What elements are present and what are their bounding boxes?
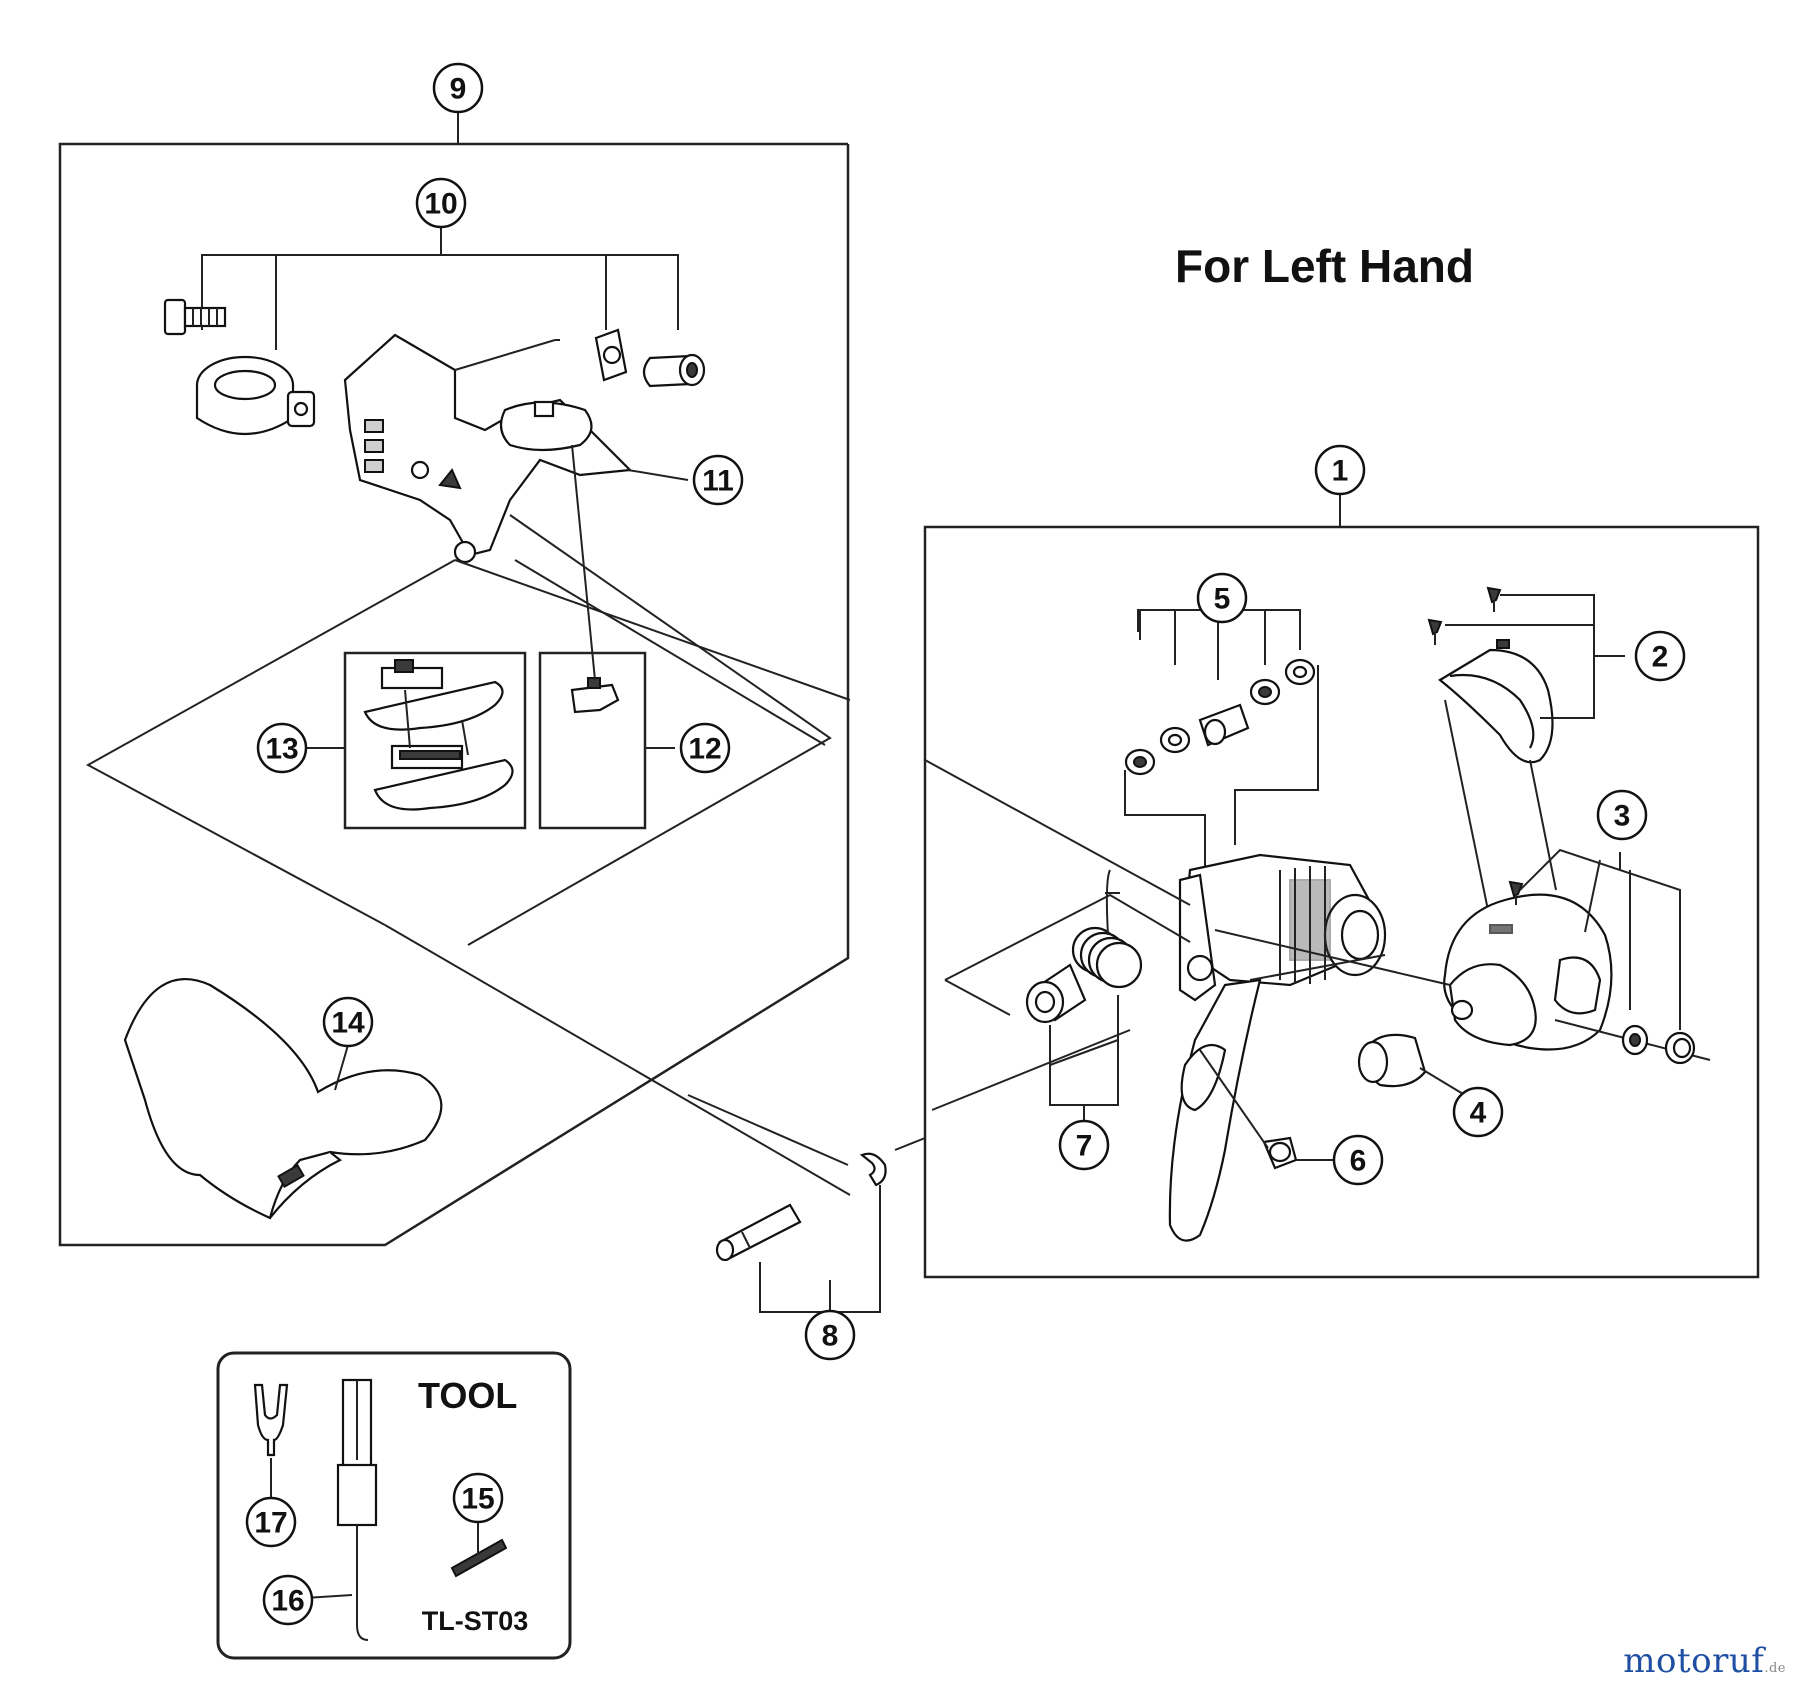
callout-1: 1 bbox=[1314, 444, 1366, 496]
callout-5: 5 bbox=[1196, 572, 1248, 624]
probe-tool bbox=[336, 1378, 378, 1641]
callout-17: 17 bbox=[245, 1496, 297, 1548]
lever-mechanism-part bbox=[1168, 853, 1387, 1242]
washer-set-part bbox=[1124, 658, 1316, 776]
callout-number: 2 bbox=[1652, 641, 1669, 674]
callout-11: 11 bbox=[692, 454, 744, 506]
callout-number: 8 bbox=[822, 1320, 839, 1353]
callout-14: 14 bbox=[322, 996, 374, 1048]
callout-number: 11 bbox=[702, 465, 734, 498]
bolt-part bbox=[163, 298, 227, 336]
callout-number: 4 bbox=[1470, 1097, 1487, 1130]
e-clip-part bbox=[859, 1152, 887, 1187]
callout-12: 12 bbox=[679, 722, 731, 774]
screw-pair-part bbox=[1427, 586, 1502, 645]
callout-4: 4 bbox=[1452, 1086, 1504, 1138]
diagram-title: For Left Hand bbox=[1175, 240, 1474, 292]
bushing-part bbox=[1025, 963, 1087, 1024]
pin-part bbox=[715, 1203, 802, 1262]
callout-10: 10 bbox=[415, 177, 467, 229]
callout-15: 15 bbox=[452, 1472, 504, 1524]
group-1-frame bbox=[923, 525, 1760, 1279]
callout-16: 16 bbox=[262, 1574, 314, 1626]
small-clip-part bbox=[1262, 1136, 1298, 1170]
bracket-part bbox=[343, 333, 633, 564]
callout-number: 10 bbox=[424, 188, 457, 221]
brand-domain: .de bbox=[1764, 1661, 1786, 1676]
nut-part bbox=[594, 328, 706, 388]
callout-6: 6 bbox=[1332, 1134, 1384, 1186]
callout-number: 13 bbox=[265, 733, 298, 766]
callout-8: 8 bbox=[804, 1309, 856, 1361]
knob-part bbox=[1357, 1033, 1427, 1088]
callout-number: 7 bbox=[1076, 1130, 1093, 1163]
tool-frame bbox=[216, 1351, 572, 1660]
shifter-body-part bbox=[1443, 893, 1613, 1051]
callout-number: 14 bbox=[331, 1007, 365, 1040]
clip-part bbox=[570, 677, 620, 714]
callout-number: 9 bbox=[450, 73, 467, 106]
brand-watermark: motoruf.de bbox=[1623, 1641, 1786, 1681]
callout-number: 3 bbox=[1614, 800, 1631, 833]
top-cover-part bbox=[1438, 639, 1554, 764]
ring-washer-part bbox=[1621, 1024, 1696, 1065]
band-clamp-part bbox=[195, 355, 316, 435]
tool-title: TOOL bbox=[418, 1375, 517, 1416]
callout-number: 17 bbox=[254, 1507, 287, 1540]
group-13-frame bbox=[343, 651, 527, 830]
shim-pads-part bbox=[363, 659, 514, 811]
brand-name: motoruf bbox=[1623, 1641, 1765, 1681]
callout-3: 3 bbox=[1596, 789, 1648, 841]
callout-number: 12 bbox=[688, 733, 721, 766]
callout-9: 9 bbox=[432, 62, 484, 114]
tl-st03-pin bbox=[450, 1538, 508, 1578]
fork-tool bbox=[253, 1383, 289, 1457]
callout-number: 5 bbox=[1214, 583, 1231, 616]
tool-code-label: TL-ST03 bbox=[422, 1606, 529, 1636]
group-9-frame bbox=[58, 142, 850, 1247]
callout-7: 7 bbox=[1058, 1119, 1110, 1171]
spring-part bbox=[1071, 869, 1143, 989]
screw-part bbox=[1508, 880, 1524, 905]
callout-number: 15 bbox=[461, 1483, 494, 1516]
callout-number: 1 bbox=[1332, 455, 1349, 488]
callout-number: 6 bbox=[1350, 1145, 1367, 1178]
callout-13: 13 bbox=[256, 722, 308, 774]
callout-number: 16 bbox=[271, 1585, 304, 1618]
hood-cover-part bbox=[123, 977, 443, 1220]
callout-2: 2 bbox=[1634, 630, 1686, 682]
